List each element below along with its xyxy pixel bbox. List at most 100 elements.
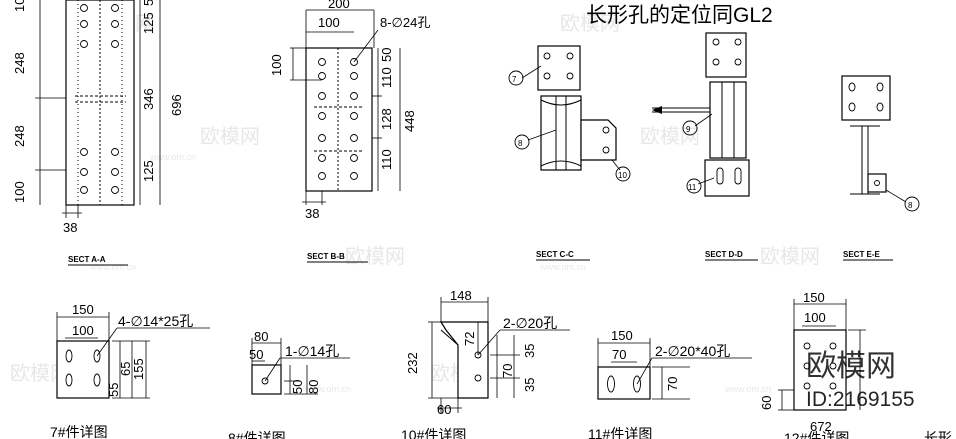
- dim-label: 35: [522, 344, 537, 358]
- dim-label: 50: [379, 48, 394, 62]
- section-label: SECT C-C: [536, 250, 574, 259]
- dim-label: 70: [665, 377, 680, 391]
- brand-logo-text: 欧模网: [806, 350, 896, 383]
- bolt-holes: [848, 82, 884, 112]
- watermark-brand: 欧模网: [640, 125, 700, 148]
- gusset-plate: [580, 119, 617, 161]
- section-dd: 9 11 SECT D-D: [652, 32, 758, 261]
- dim-label: 60: [437, 402, 451, 417]
- detail-12: 150 100 60 672 12#件详图: [759, 290, 866, 439]
- detail-8: 80 50 50 80 1-∅14孔 8#件详图: [228, 329, 350, 439]
- brand-logo: 欧模网 ID:2169155: [806, 350, 915, 411]
- dim-label: 448: [402, 110, 417, 132]
- dim-label: 55: [106, 383, 121, 397]
- dim-label: 150: [611, 328, 633, 343]
- detail-title: 长形: [924, 430, 952, 439]
- watermark-brand: 欧模网: [345, 245, 405, 268]
- watermark-brand: 欧模网: [10, 362, 70, 385]
- dim-label: 232: [405, 352, 420, 374]
- dim-label: 100: [318, 15, 340, 30]
- callout-number: 9: [686, 125, 691, 134]
- top-plate: [841, 75, 891, 121]
- arrow-icon: [652, 106, 662, 114]
- callout-number: 10: [618, 171, 627, 180]
- column-web: [709, 81, 747, 159]
- dim-label: 35: [522, 378, 537, 392]
- bolt-holes: [712, 38, 742, 66]
- page-title: 长形孔的定位同GL2: [586, 4, 773, 27]
- detail-title: 7#件详图: [50, 424, 108, 439]
- dim-label: 70: [612, 347, 626, 362]
- end-plate: [305, 47, 373, 192]
- dim-label: 100: [12, 181, 27, 203]
- dim-label: 148: [450, 288, 472, 303]
- dim-label: 155: [131, 358, 146, 380]
- dim-label: 200: [328, 0, 350, 11]
- dim-label: 38: [305, 206, 319, 221]
- section-aa: 100 248 248 100 38 125 346 125 696 5 SEC…: [12, 0, 184, 266]
- bolt-holes: [318, 58, 358, 180]
- watermark-site: www.om.cn: [149, 152, 196, 162]
- section-label: SECT D-D: [705, 250, 743, 259]
- dim-label: 50: [290, 380, 305, 394]
- callout-number: 8: [518, 139, 523, 148]
- detail-7: 150 100 55 65 155 4-∅14*25孔 7#件详图: [50, 302, 210, 439]
- dim-label: 100: [72, 323, 94, 338]
- dim-label: 110: [379, 67, 394, 88]
- dim-label: 60: [759, 396, 774, 410]
- cap-plate: [705, 32, 747, 78]
- watermark-site: www.om.cn: [724, 384, 771, 394]
- callout-number: 11: [688, 183, 697, 192]
- section-label: SECT A-A: [68, 255, 106, 264]
- detail-title: 12#件详图: [784, 430, 849, 439]
- dim-label: 125: [141, 12, 156, 34]
- watermark-brand: 欧模网: [560, 12, 620, 35]
- dim-label: 696: [169, 94, 184, 116]
- watermark-brand: 欧模网: [200, 125, 260, 148]
- watermark-site: www.om.cn: [89, 262, 136, 272]
- detail-plate: [597, 366, 651, 400]
- dim-label: 100: [12, 0, 27, 12]
- dim-label: 100: [269, 54, 284, 76]
- dim-label: 38: [63, 220, 77, 235]
- dim-label: 65: [118, 362, 133, 376]
- base-plate: [704, 159, 750, 197]
- detail-plate: [793, 329, 847, 411]
- dim-label: 100: [804, 310, 826, 325]
- image-id: ID:2169155: [806, 388, 915, 411]
- dim-label: 110: [379, 149, 394, 170]
- watermark-site: www.om.cn: [304, 384, 351, 394]
- dim-label: 72: [462, 332, 477, 346]
- dim-label: 50: [249, 347, 263, 362]
- detail-title: 8#件详图: [228, 430, 286, 439]
- hole-spec: 1-∅14孔: [285, 343, 339, 359]
- hole-spec: 4-∅14*25孔: [118, 313, 193, 329]
- dim-label: 248: [12, 52, 27, 74]
- bolt-holes: [80, 4, 119, 194]
- cap-plate: [537, 45, 581, 91]
- dim-label: 80: [254, 329, 268, 344]
- dim-label: 346: [141, 88, 156, 110]
- detail-plate: [56, 340, 110, 399]
- hole-spec: 2-∅20孔: [503, 315, 557, 331]
- section-label: SECT B-B: [307, 252, 345, 261]
- section-label: SECT E-E: [843, 250, 881, 259]
- callout-number: 7: [512, 75, 517, 84]
- dim-label: 672: [810, 419, 832, 434]
- watermark-brand: 欧模网: [760, 245, 820, 268]
- detail-title: 11#件详图: [588, 426, 652, 439]
- callout-number: 8: [908, 201, 913, 210]
- section-bb: 200 100 100 110 50 128 110 448 38 8-∅24孔…: [269, 0, 430, 263]
- dim-label: 248: [12, 125, 27, 147]
- dim-label: 150: [72, 302, 94, 317]
- angle-clip: [867, 173, 887, 193]
- bolt-holes: [543, 52, 574, 80]
- dim-label: 128: [379, 108, 394, 130]
- detail-title: 10#件详图: [401, 427, 466, 439]
- detail-10: 148 72 232 70 35 35 60 2-∅20孔 10#件详图: [401, 288, 570, 439]
- dim-label: 5: [141, 0, 156, 6]
- section-ee: 8 SECT E-E: [841, 75, 920, 261]
- section-cc: 7 8 10 SECT C-C: [508, 45, 631, 261]
- detail-plate: [251, 364, 282, 395]
